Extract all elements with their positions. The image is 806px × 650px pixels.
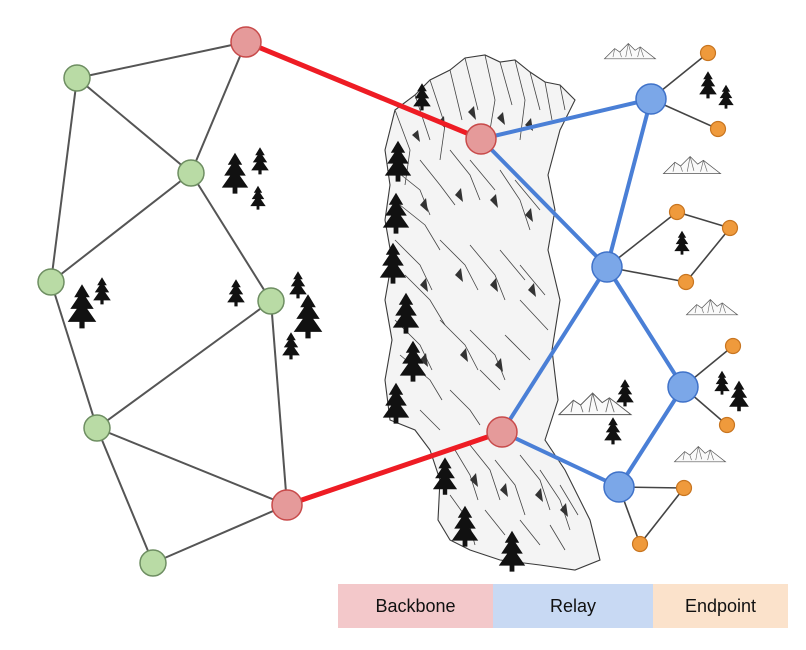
green-node <box>37 268 65 296</box>
endpoint-node <box>709 120 727 138</box>
endpoint-node <box>668 203 686 221</box>
green-nodes <box>37 64 285 577</box>
relay-link <box>480 97 652 141</box>
relay-node <box>667 371 699 403</box>
backbone-node <box>486 416 518 448</box>
endpoint-link <box>639 487 685 545</box>
relay-links <box>479 97 685 489</box>
green-link <box>190 41 247 174</box>
endpoint-node <box>724 337 742 355</box>
backbone-link <box>245 39 482 142</box>
endpoint-node <box>699 44 717 62</box>
endpoint-link <box>676 211 731 229</box>
green-link <box>96 300 272 429</box>
relay-link <box>605 265 685 389</box>
legend-backbone: Backbone <box>338 584 493 628</box>
green-node <box>139 549 167 577</box>
relay-node <box>591 251 623 283</box>
green-node <box>177 159 205 187</box>
relay-link <box>501 430 620 489</box>
green-link <box>96 427 288 506</box>
green-links <box>50 41 288 564</box>
legend-endpoint: Endpoint <box>653 584 788 628</box>
endpoint-node <box>721 219 739 237</box>
backbone-link <box>286 429 503 508</box>
green-link <box>96 427 154 564</box>
relay-node <box>603 471 635 503</box>
mountain-range <box>384 54 601 571</box>
endpoint-nodes <box>631 44 742 553</box>
green-link <box>152 504 288 564</box>
backbone-links <box>245 39 503 508</box>
green-link <box>50 281 98 429</box>
endpoint-link <box>685 227 731 283</box>
green-link <box>76 77 192 174</box>
backbone-node <box>465 123 497 155</box>
green-link <box>76 41 247 79</box>
relay-link <box>479 137 609 269</box>
green-node <box>63 64 91 92</box>
endpoint-node <box>718 416 736 434</box>
relay-link <box>605 98 653 268</box>
green-node <box>257 287 285 315</box>
green-node <box>83 414 111 442</box>
endpoint-node <box>677 273 695 291</box>
relay-link <box>617 385 685 489</box>
legend: Backbone Relay Endpoint <box>338 584 788 628</box>
relay-nodes <box>591 83 699 503</box>
relay-node <box>635 83 667 115</box>
endpoint-node <box>631 535 649 553</box>
relay-link <box>500 265 609 434</box>
green-link <box>50 172 192 283</box>
endpoint-node <box>675 479 693 497</box>
green-link <box>50 77 78 283</box>
green-link <box>270 300 288 506</box>
legend-relay: Relay <box>493 584 653 628</box>
green-link <box>190 172 272 302</box>
backbone-node <box>230 26 262 58</box>
backbone-node <box>271 489 303 521</box>
backbone-nodes <box>230 26 518 521</box>
